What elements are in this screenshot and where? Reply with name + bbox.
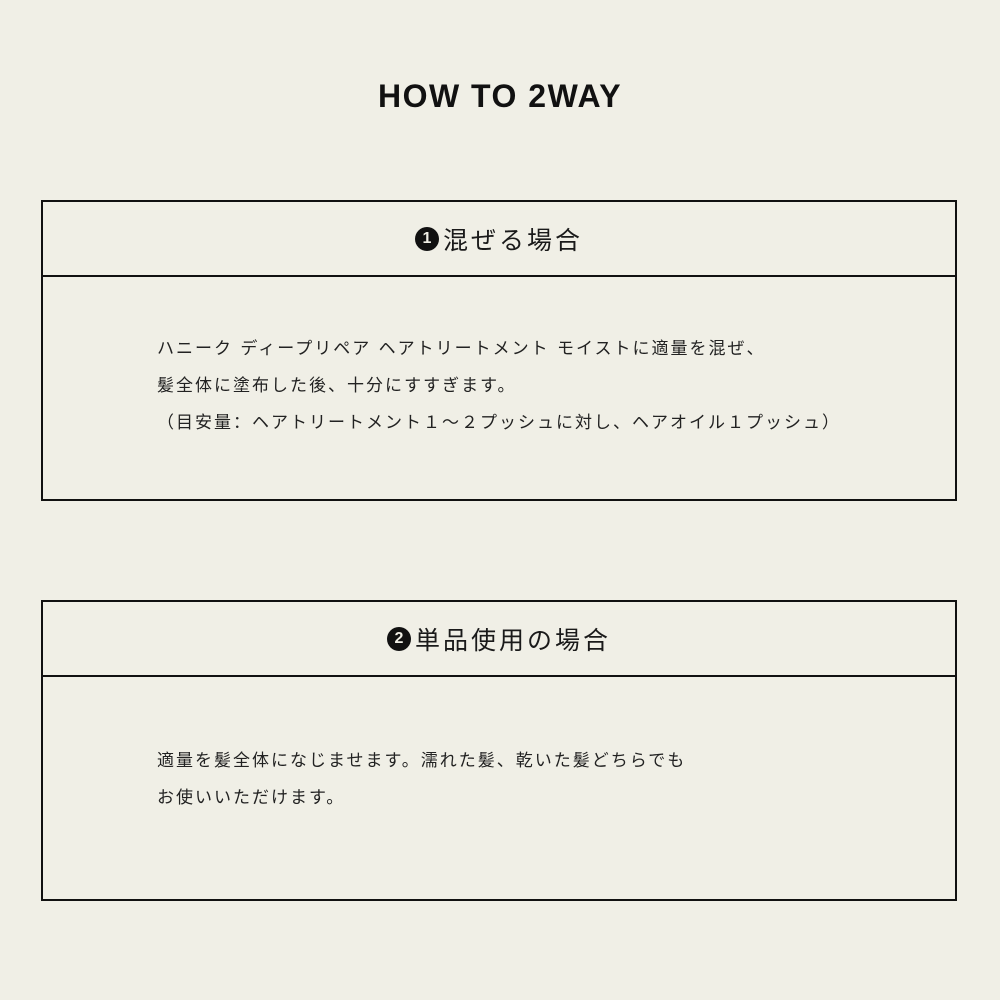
body-text-line: ハニーク ディープリペア ヘアトリートメント モイストに適量を混ぜ、	[157, 339, 766, 359]
section-body: 適量を髪全体になじませます。濡れた髪、乾いた髪どちらでも お使いいただけます。	[43, 677, 955, 817]
section-header: 2 単品使用の場合	[43, 602, 955, 677]
section-single-use: 2 単品使用の場合 適量を髪全体になじませます。濡れた髪、乾いた髪どちらでも お…	[41, 600, 957, 901]
number-badge-icon: 2	[386, 626, 411, 651]
section-heading: 混ぜる場合	[442, 225, 583, 255]
body-text-line: お使いいただけます。	[157, 788, 346, 808]
section-heading: 単品使用の場合	[414, 625, 611, 655]
body-text-line: 髪全体に塗布した後、十分にすすぎます。	[157, 376, 517, 396]
body-text-line: 適量を髪全体になじませます。濡れた髪、乾いた髪どちらでも	[157, 751, 687, 771]
number-badge-icon: 1	[414, 226, 439, 251]
section-body: ハニーク ディープリペア ヘアトリートメント モイストに適量を混ぜ、 髪全体に塗…	[43, 277, 955, 442]
body-text-line: （目安量：ヘアトリートメント１〜２プッシュに対し、ヘアオイル１プッシュ）	[157, 413, 841, 433]
section-mix: 1 混ぜる場合 ハニーク ディープリペア ヘアトリートメント モイストに適量を混…	[41, 200, 957, 501]
section-header: 1 混ぜる場合	[43, 202, 955, 277]
page-title: HOW TO 2WAY	[377, 78, 623, 114]
